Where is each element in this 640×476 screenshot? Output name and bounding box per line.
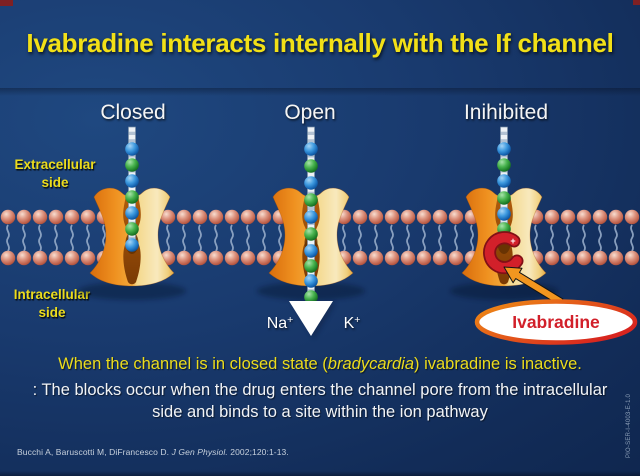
k-ion-label: K+ bbox=[344, 314, 361, 332]
citation: Bucchi A, Baruscotti M, DiFrancesco D. J… bbox=[17, 447, 289, 457]
corner-mark-right bbox=[633, 0, 640, 5]
ivabradine-binding-site: + bbox=[483, 231, 524, 275]
ivabradine-label: Ivabradine bbox=[512, 312, 600, 332]
positive-charge-label: + bbox=[510, 236, 515, 246]
caption-inactive-state: When the channel is in closed state (bra… bbox=[58, 355, 582, 373]
ion-chain-closed bbox=[125, 126, 139, 252]
caption-block-mechanism: : The blocks occur when the drug enters … bbox=[0, 379, 640, 423]
na-ion-label: Na+ bbox=[267, 314, 294, 332]
corner-mark-left bbox=[0, 0, 13, 6]
ion-chain-open bbox=[304, 126, 318, 304]
intracellular-side-label: Intracellular side bbox=[13, 287, 91, 320]
ivabradine-callout: Ivabradine bbox=[474, 299, 638, 345]
state-label-open: Open bbox=[284, 101, 336, 124]
channel-diagram: Na+ K+ + Ivabradine bbox=[0, 126, 640, 345]
ion-chain-inhibited bbox=[497, 126, 511, 236]
caption-mechanism-line1: : The blocks occur when the drug enters … bbox=[32, 381, 608, 399]
ion-flow-arrow bbox=[289, 301, 336, 339]
extracellular-side-label: Extracellular side bbox=[14, 157, 96, 190]
title-divider bbox=[0, 88, 640, 96]
slide-title: Ivabradine interacts internally with the… bbox=[26, 28, 614, 58]
slide-reference-code: PIO-SER-I-4003-E-1.0 bbox=[626, 393, 632, 459]
state-label-inhibited: Inihibited bbox=[463, 101, 549, 124]
caption-mechanism-line2: side and binds to a site within the ion … bbox=[152, 403, 488, 421]
state-label-closed: Closed bbox=[100, 101, 166, 124]
